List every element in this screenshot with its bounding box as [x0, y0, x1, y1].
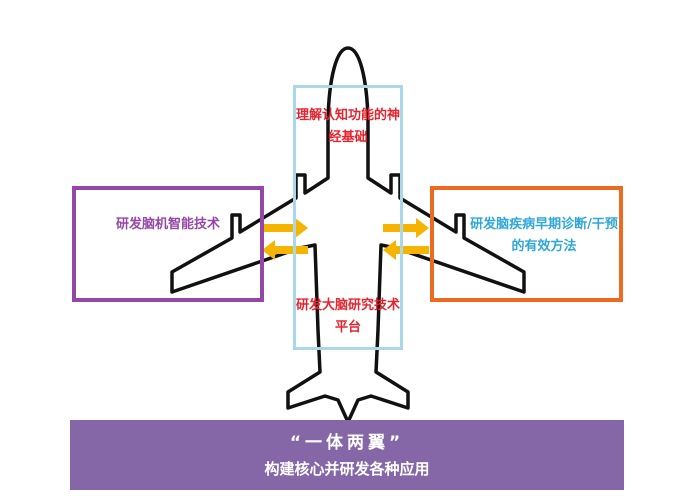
core-bottom-label: 研发大脑研究技术平台 [295, 298, 400, 335]
core-box [293, 85, 403, 350]
right-wing-box [430, 186, 623, 302]
arrow-right-in-icon [383, 240, 429, 260]
arrow-left-in-icon [262, 240, 308, 260]
banner-subtitle: 构建核心并研发各种应用 [264, 460, 430, 478]
core-top-label: 理解认知功能的神经基础 [295, 108, 400, 145]
left-wing-label: 研发脑机智能技术 [115, 217, 220, 232]
arrow-right-out-icon [383, 218, 429, 238]
bottom-banner: “一体两翼” 构建核心并研发各种应用 [70, 420, 624, 490]
left-wing-box [72, 186, 264, 302]
arrow-left-out-icon [262, 218, 308, 238]
arrows [262, 218, 429, 260]
banner-title: “一体两翼” [289, 433, 405, 453]
right-wing-label: 研发脑疾病早期诊断/干预的有效方法 [470, 217, 618, 254]
